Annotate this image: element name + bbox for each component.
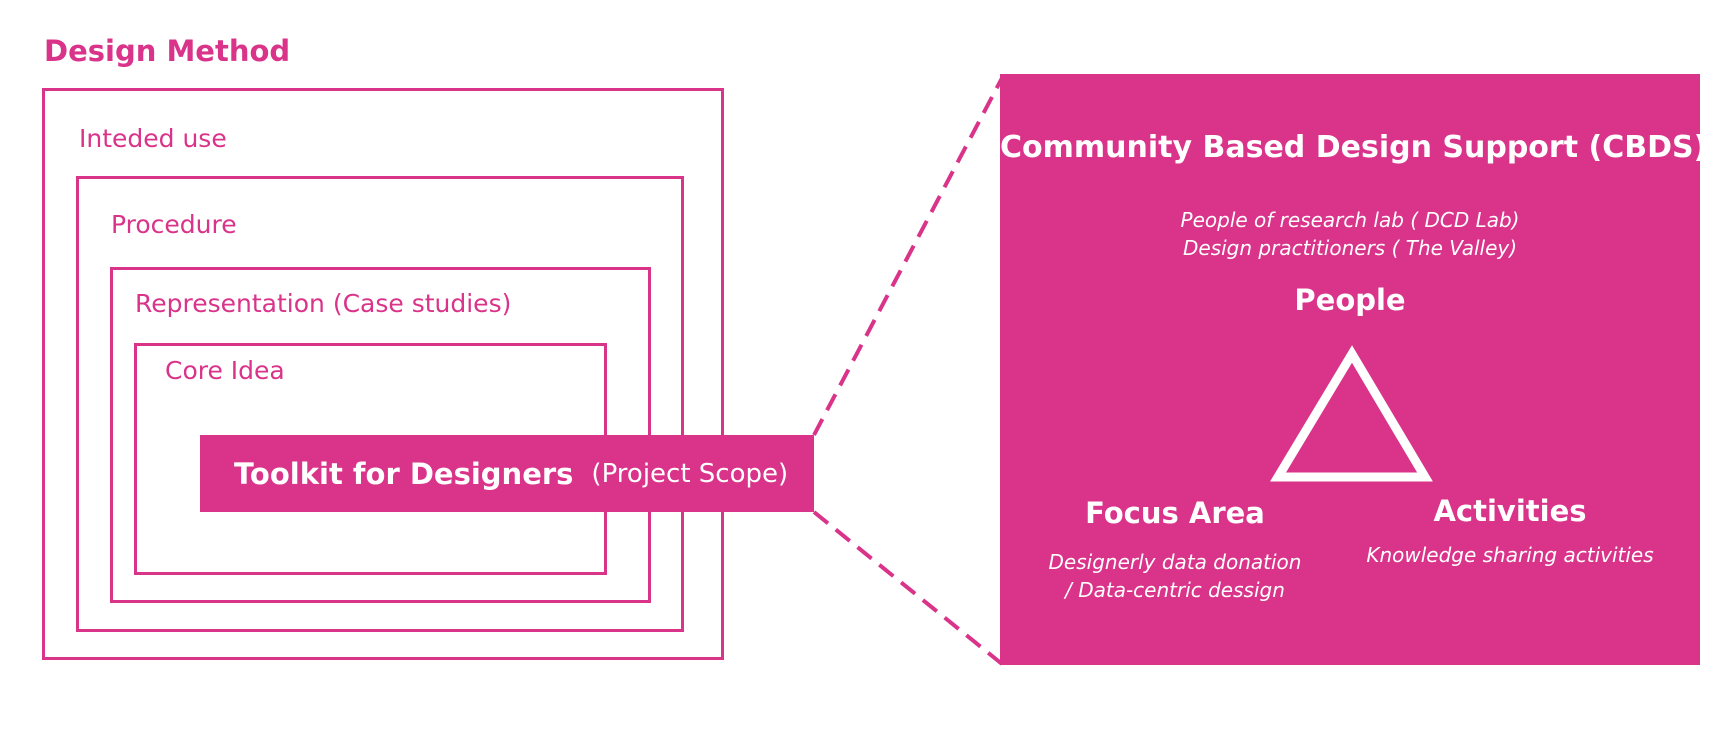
activities-detail-1: Knowledge sharing activities: [1366, 543, 1654, 567]
people-detail-2: Design practitioners ( The Valley): [1182, 236, 1518, 260]
triangle-icon: [1270, 345, 1433, 482]
intended-use-label: Inteded use: [79, 124, 227, 153]
focus-area-detail-1: Designerly data donation: [1048, 550, 1302, 574]
toolkit-label: Toolkit for Designers: [234, 456, 574, 491]
people-detail-1: People of research lab ( DCD Lab): [1180, 208, 1520, 232]
activities-label: Activities: [1433, 494, 1587, 528]
people-label: People: [1294, 283, 1406, 317]
cbds-panel: Community Based Design Support (CBDS) Pe…: [1000, 74, 1708, 665]
intended-use-box: [42, 88, 724, 660]
connector-bottom: [812, 510, 1004, 666]
triangle-diagram: [1270, 345, 1433, 482]
core-idea-label: Core Idea: [165, 356, 285, 385]
procedure-label: Procedure: [111, 210, 237, 239]
project-scope-label: (Project Scope): [591, 458, 789, 489]
focus-area-detail-2: / Data-centric dessign: [1065, 578, 1285, 602]
focus-area-label: Focus Area: [1085, 496, 1265, 530]
connector-top: [812, 77, 1004, 436]
design-method-title: Design Method: [44, 34, 291, 68]
cbds-title: Community Based Design Support (CBDS): [1000, 130, 1708, 165]
toolkit-box: Toolkit for Designers (Project Scope): [200, 435, 814, 512]
representation-label: Representation (Case studies): [135, 289, 512, 318]
procedure-box: [76, 176, 684, 632]
